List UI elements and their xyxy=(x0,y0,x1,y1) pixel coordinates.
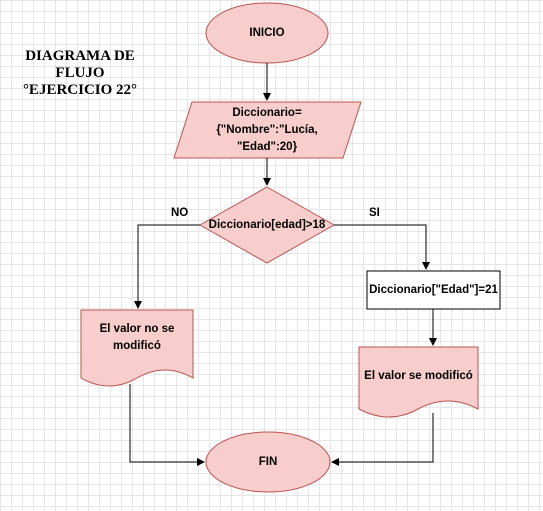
connector-yes-branch xyxy=(334,224,430,270)
decision-diamond[interactable] xyxy=(198,186,336,264)
assign-label: Diccionario["Edad"]=21 xyxy=(369,283,498,296)
output-yes-label: El valor se modificó xyxy=(364,369,473,382)
title-line-3: °EJERCICIO 22° xyxy=(22,82,138,98)
input-label: Diccionario={"Nombre":"Lucía, "Edad":20} xyxy=(216,106,318,153)
connector-yes-output-to-end xyxy=(331,413,434,466)
end-terminal[interactable] xyxy=(205,431,331,493)
output-no-document[interactable] xyxy=(80,309,194,387)
title-line-1: DIAGRAMA DE xyxy=(25,48,135,64)
decision-label: Diccionario[edad]>18 xyxy=(208,218,326,231)
branch-yes-label: SI xyxy=(369,207,380,219)
connector-no-branch xyxy=(134,224,200,309)
title-line-2: FLUJO xyxy=(55,65,105,81)
end-label: FIN xyxy=(258,455,278,468)
start-label: INICIO xyxy=(249,26,285,39)
output-yes-document[interactable] xyxy=(358,346,479,418)
input-parallelogram[interactable] xyxy=(173,101,362,159)
output-no-label: El valor no se modificó xyxy=(99,323,175,352)
diagram-title: DIAGRAMA DE FLUJO °EJERCICIO 22° xyxy=(6,48,154,99)
connector-no-output-to-end xyxy=(129,384,205,466)
branch-no-label: NO xyxy=(171,207,189,219)
